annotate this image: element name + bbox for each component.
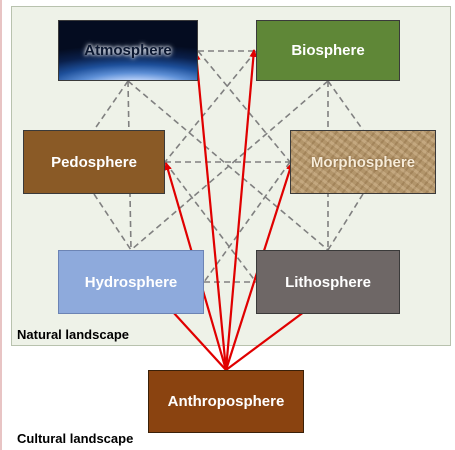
arrow-anthroposphere-to-biosphere [224,49,258,371]
link-pedosphere-lithosphere [164,161,257,283]
left-margin-rule [0,0,2,450]
link-biosphere-morphosphere [327,80,364,131]
hydrosphere-label: Hydrosphere [84,273,178,291]
pedosphere-box[interactable]: Pedosphere [23,130,165,194]
link-atmosphere-lithosphere [127,80,329,251]
arrow-anthroposphere-to-atmosphere [192,52,228,371]
biosphere-box[interactable]: Biosphere [256,20,400,81]
anthropogenic-influence-arrows [161,49,321,371]
pedosphere-label: Pedosphere [51,153,137,171]
anthroposphere-label: Anthroposphere [167,393,285,410]
link-biosphere-hydrosphere [130,80,329,251]
lithosphere-label: Lithosphere [285,273,371,291]
link-morphosphere-hydrosphere [203,161,291,283]
cultural-landscape-label: Cultural landscape [17,431,134,446]
link-pedosphere-hydrosphere [93,193,132,251]
link-atmosphere-morphosphere [197,50,291,163]
link-morphosphere-lithosphere [327,193,364,251]
atmosphere-label: Atmosphere [84,42,172,59]
lithosphere-box[interactable]: Lithosphere [256,250,400,314]
hydrosphere-box[interactable]: Hydrosphere [58,250,204,314]
link-atmosphere-pedosphere [93,80,129,131]
natural-landscape-label: Natural landscape [17,327,129,342]
morphosphere-box[interactable]: Morphosphere [290,130,436,194]
biosphere-label: Biosphere [291,42,365,59]
anthroposphere-box[interactable]: Anthroposphere [148,370,304,433]
link-biosphere-pedosphere [164,50,257,163]
natural-interaction-links [93,50,364,283]
morphosphere-label: Morphosphere [310,153,416,171]
atmosphere-box[interactable]: Atmosphere [58,20,198,81]
